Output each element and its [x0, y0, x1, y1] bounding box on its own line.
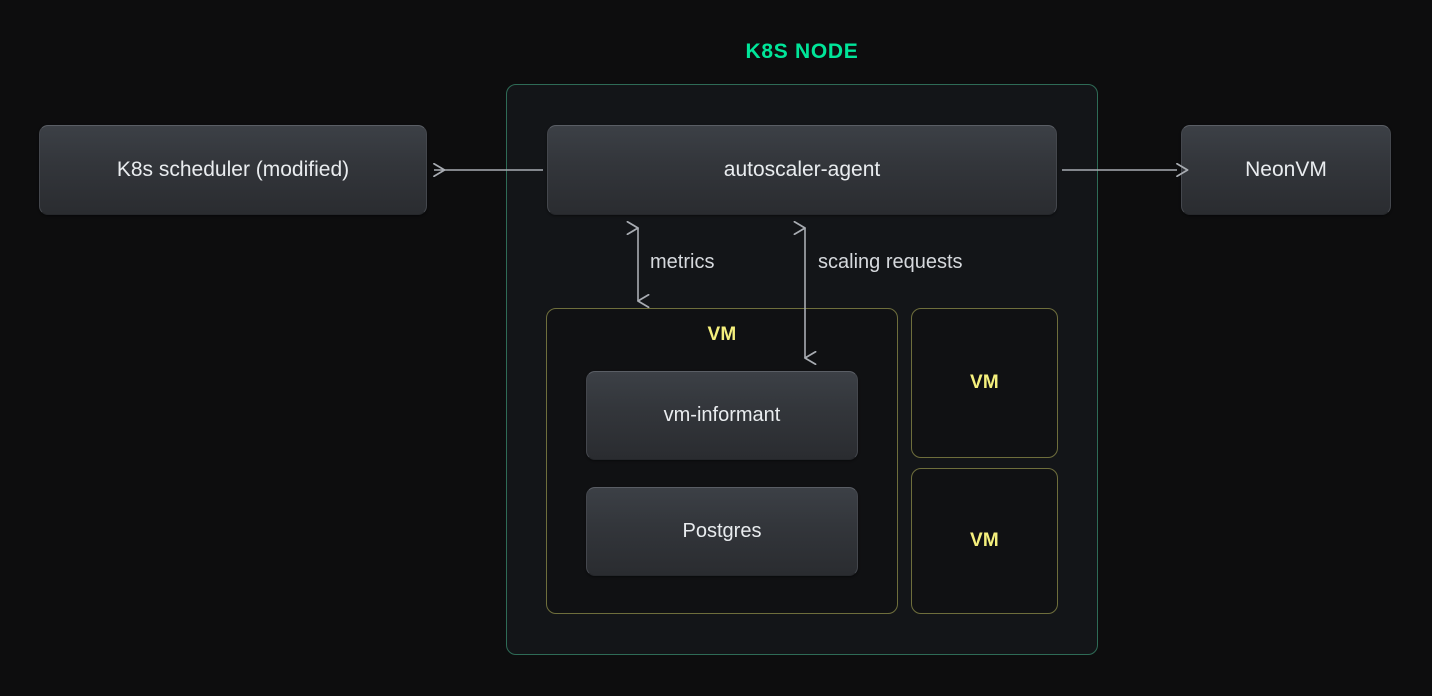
scaling-requests-label: scaling requests [818, 251, 963, 273]
postgres-box[interactable]: Postgres [586, 487, 858, 576]
page-title: K8S NODE [745, 40, 859, 63]
vm-main-label: VM [707, 324, 737, 345]
neonvm-box[interactable]: NeonVM [1181, 125, 1391, 215]
vm-secondary-2[interactable]: VM [911, 468, 1058, 614]
autoscaler-agent-box[interactable]: autoscaler-agent [547, 125, 1057, 215]
k8s-scheduler-box[interactable]: K8s scheduler (modified) [39, 125, 427, 215]
metrics-label: metrics [650, 251, 715, 273]
vm-informant-box[interactable]: vm-informant [586, 371, 858, 460]
vm-secondary-1[interactable]: VM [911, 308, 1058, 458]
vm-secondary-2-label: VM [969, 530, 1000, 551]
vm-secondary-1-label: VM [969, 372, 1000, 393]
